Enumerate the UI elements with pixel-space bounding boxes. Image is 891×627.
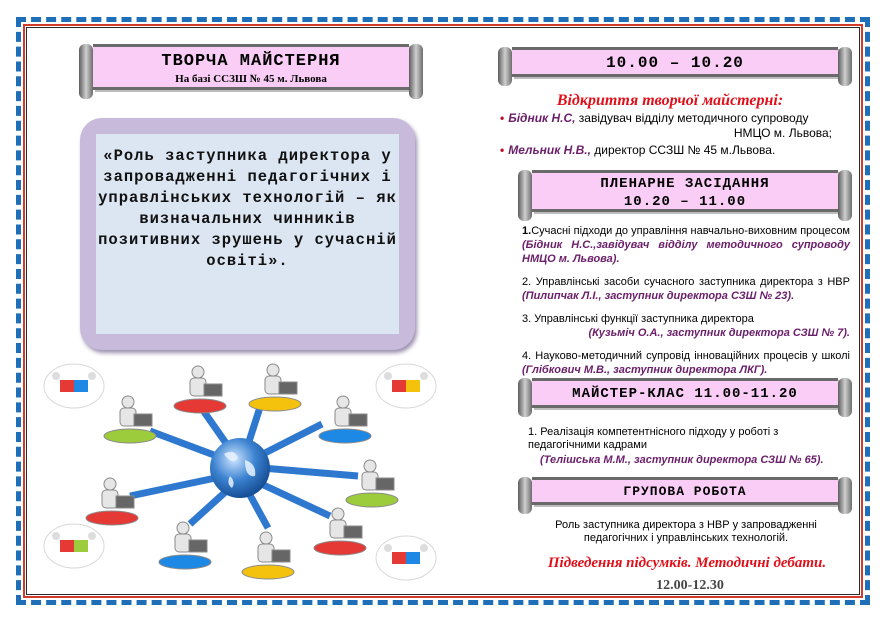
group-work-banner: ГРУПОВА РОБОТА [518,477,852,514]
globe-icon [210,438,270,498]
list-item: 1.Сучасні підходи до управління навчальн… [522,225,850,265]
plenary-title: ПЛЕНАРНЕ ЗАСІДАННЯ [600,176,770,192]
list-item: •Бідник Н.С, завідувач відділу методично… [500,111,832,140]
summary-title: Підведення підсумків. Методичні дебати. [547,555,827,571]
list-item: 2. Управлінські засоби сучасного заступн… [522,276,850,302]
inner-border [26,27,860,595]
group-work-text: Роль заступника директора з НВР у запров… [555,519,817,544]
network-people-globe-icon [43,363,437,581]
summary-time: 12.00-12.30 [656,578,724,593]
puzzle-team-icon [375,535,437,581]
opening-list: •Бідник Н.С, завідувач відділу методично… [500,111,840,158]
master-class-banner: МАЙСТЕР-КЛАС 11.00-11.20 [518,378,852,417]
plenary-time: 10.20 – 11.00 [623,194,747,210]
list-item: 4. Науково-методичний супровід інновацій… [522,350,850,376]
theme-box: «Роль заступника директора у запроваджен… [80,118,415,350]
theme-inner: «Роль заступника директора у запроваджен… [96,134,399,334]
opening-time: 10.00 – 10.20 [606,54,744,72]
plenary-banner: ПЛЕНАРНЕ ЗАСІДАННЯ 10.20 – 11.00 [518,170,852,221]
master-class-title: МАЙСТЕР-КЛАС 11.00-11.20 [572,386,798,402]
bullet-icon: • [500,143,505,157]
list-item: •Мельник Н.В., директор ССЗШ № 45 м.Льво… [500,143,776,157]
master-class-speaker: (Телішська М.М., заступник директора СЗШ… [540,454,824,466]
bullet-icon: • [500,111,505,125]
list-item: 3. Управлінські функції заступника дирек… [522,313,850,339]
page-title: ТВОРЧА МАЙСТЕРНЯ [161,52,341,71]
master-class-text: 1. Реалізація компетентнісного підходу у… [528,426,844,467]
group-work-title: ГРУПОВА РОБОТА [623,484,747,499]
plenary-list: 1.Сучасні підходи до управління навчальн… [522,224,850,386]
title-banner: ТВОРЧА МАЙСТЕРНЯ На базі ССЗШ № 45 м. Ль… [79,44,423,99]
puzzle-team-icon [43,523,105,569]
opening-time-banner: 10.00 – 10.20 [498,47,852,86]
theme-text: «Роль заступника директора у запроваджен… [98,147,397,270]
puzzle-team-icon [375,363,437,409]
network-illustration [40,356,442,602]
page-subtitle: На базі ССЗШ № 45 м. Львова [175,73,327,85]
decorative-frame [16,17,870,605]
puzzle-team-icon [43,363,105,409]
opening-title: Відкриття творчої майстерні: [556,92,784,109]
